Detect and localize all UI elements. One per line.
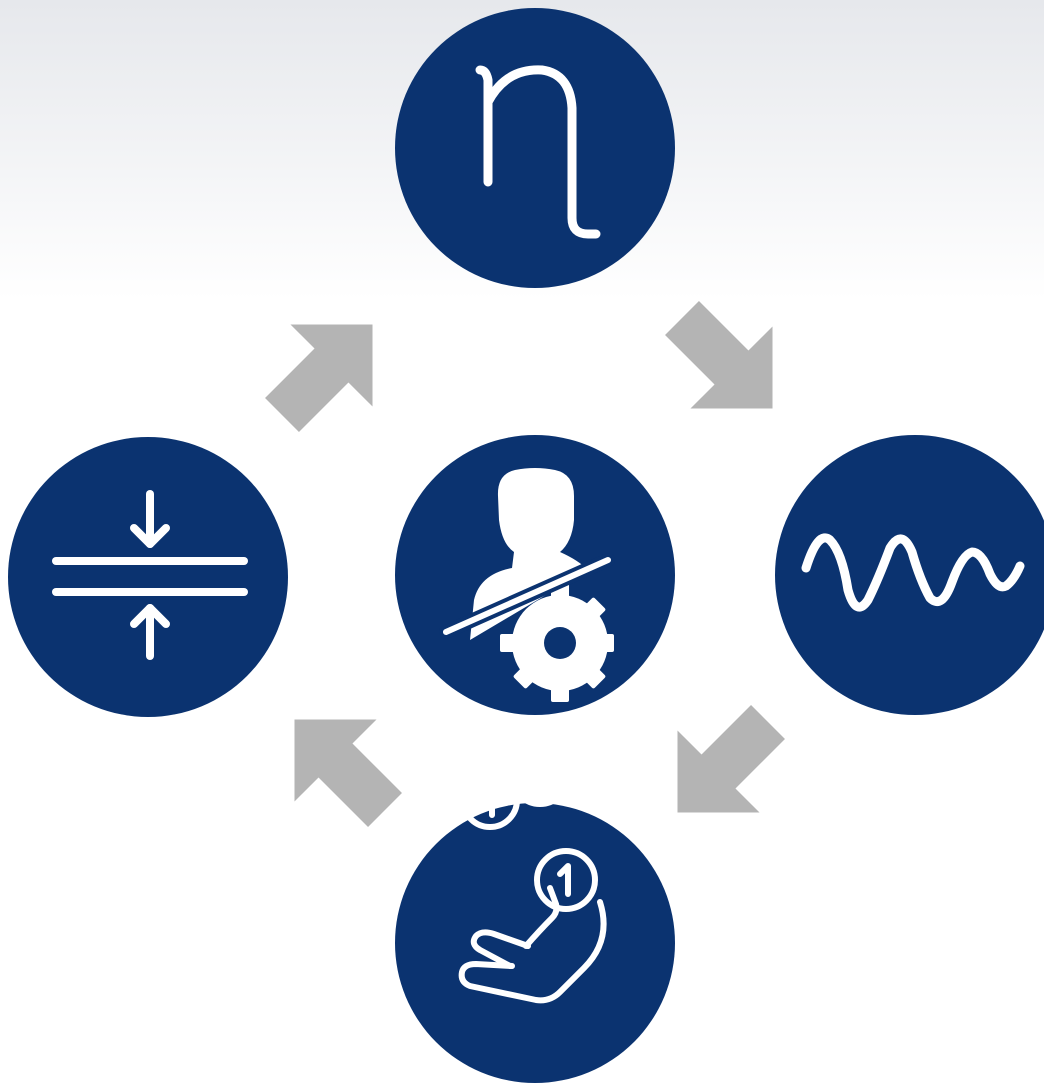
eta-icon xyxy=(475,65,601,239)
sine-wave-icon xyxy=(801,533,1025,612)
efficiency-node xyxy=(395,8,675,288)
arrow-right-to-bottom xyxy=(636,680,810,854)
cost-node xyxy=(395,803,675,1083)
clearance-node xyxy=(8,437,288,717)
arrow-top-to-right xyxy=(640,276,814,450)
arrow-left-to-top xyxy=(240,283,414,457)
compression-lines-icon xyxy=(52,490,248,660)
arrow-bottom-to-left xyxy=(253,678,427,852)
person-gear-icon xyxy=(439,468,615,702)
vibration-node xyxy=(775,435,1044,715)
coins-hand-icon xyxy=(458,747,607,1004)
